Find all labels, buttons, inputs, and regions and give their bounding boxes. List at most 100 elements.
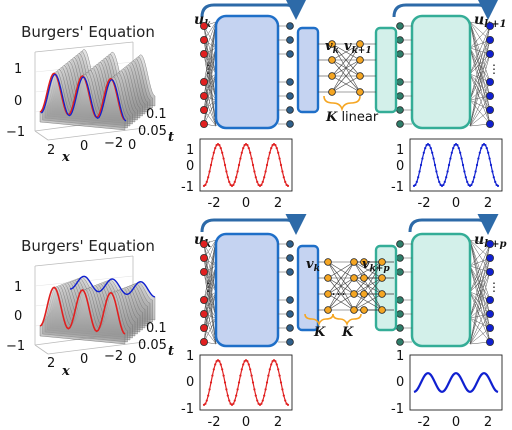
bottom-out-y-tick-neg1: -1: [391, 402, 404, 417]
top-input-plot: 1 0 -1 -2 0 2: [181, 138, 293, 211]
latent-link: [327, 261, 355, 295]
bottom-K2-label: K: [341, 325, 354, 340]
top-output-plot: 1 0 -1 -2 0 2: [391, 138, 503, 211]
bottom-out-x-tick-2: 2: [484, 415, 492, 430]
fan-line: [469, 327, 491, 345]
wave-point: [263, 176, 266, 179]
latent-node: [350, 290, 358, 298]
latent-node: [360, 258, 368, 266]
latent-node: [350, 258, 358, 266]
fan-line: [469, 271, 491, 345]
bottom-input-plot: 1 0 -1 -2 0 2: [181, 349, 293, 430]
fan-line: [469, 21, 491, 41]
wave-point: [445, 176, 448, 179]
wave-point: [222, 157, 225, 160]
wave-point: [446, 170, 449, 173]
wave-point: [209, 381, 213, 384]
fan-line: [469, 239, 491, 259]
hidden-node: [286, 296, 294, 304]
wave-point: [286, 184, 290, 187]
bottom-K1-label: K: [313, 325, 326, 340]
wave-point: [284, 180, 287, 184]
latent-node: [360, 306, 368, 314]
top-in-x-tick-0: 0: [242, 196, 250, 211]
wave-point: [284, 399, 287, 402]
latent-node: [328, 72, 336, 80]
fan-line: [469, 53, 491, 75]
wave-point: [254, 176, 257, 179]
latent-link: [327, 261, 355, 311]
input-node: [199, 295, 208, 304]
wave-point: [223, 381, 227, 384]
wave-point: [226, 394, 229, 397]
bottom-z-tick-1: 1: [14, 280, 22, 295]
latent-node: [378, 306, 386, 314]
wave-point: [417, 176, 420, 179]
wave-point: [218, 360, 221, 363]
wave-point: [489, 163, 493, 167]
top-x-axis-label: x: [61, 150, 70, 165]
wave-point: [247, 363, 250, 366]
bottom-panel: Burgers' Equation 1 0 −1 2 0 −2 x: [6, 213, 507, 430]
top-z-tick-1: 1: [14, 62, 22, 77]
hidden-node: [286, 78, 294, 86]
bottom-x-tick-2: 2: [47, 356, 55, 371]
bottom-x-tick-0: 0: [80, 352, 88, 367]
top-z-tick-neg1: −1: [6, 125, 25, 140]
output-node: [485, 50, 494, 59]
fan-line: [469, 95, 491, 127]
output-node: [485, 253, 494, 262]
decoder-block: [410, 232, 472, 348]
fan-line: [469, 25, 491, 49]
hidden-node: [396, 92, 404, 100]
fan-line: [203, 21, 217, 55]
wave-point: [204, 402, 207, 405]
wave-point: [246, 144, 249, 147]
wave-point: [277, 151, 280, 154]
hidden-node: [286, 36, 294, 44]
top-in-x-tick-neg2: -2: [208, 196, 221, 211]
wave-point: [222, 374, 225, 377]
wave-point: [207, 394, 210, 397]
fan-line: [469, 243, 491, 267]
latent-node: [324, 290, 332, 298]
input-node: [199, 267, 208, 276]
wave-point: [436, 176, 439, 179]
top-u-out-label: uk+1: [474, 12, 506, 30]
wave-point: [492, 176, 495, 179]
hidden-node: [396, 36, 404, 44]
wave-point: [487, 151, 490, 154]
wave-point: [253, 170, 256, 173]
surface-curve-input: [39, 286, 126, 335]
latent-node: [328, 88, 336, 96]
latent-node: [324, 306, 332, 314]
fan-line: [469, 25, 491, 75]
top-t-tick-005: 0.05: [138, 124, 167, 139]
top-out-x-tick-2: 2: [484, 196, 492, 211]
hidden-node: [286, 254, 294, 262]
output-node: [485, 239, 494, 248]
fan-line: [203, 291, 217, 343]
wave-point: [460, 157, 463, 160]
bottom-surface-plot: Burgers' Equation 1 0 −1 2 0 −2 x: [6, 237, 174, 379]
wave-point: [237, 381, 241, 384]
wave-point: [219, 363, 222, 366]
bottom-ellipsis: …: [331, 281, 346, 299]
fan-line: [203, 73, 217, 125]
hidden-node: [396, 22, 404, 30]
wave-point: [254, 394, 257, 397]
wave-point: [279, 163, 283, 167]
latent-node: [360, 274, 368, 282]
wave-point: [447, 163, 451, 167]
output-node: [485, 309, 494, 318]
wave-point: [242, 146, 245, 150]
wave-point: [274, 360, 277, 363]
wave-point: [442, 183, 445, 186]
top-K-label: K linear: [325, 110, 379, 125]
fan-line: [469, 271, 491, 319]
wave-point: [473, 176, 476, 179]
wave-point: [228, 399, 231, 402]
bottom-v-right-label: vk+p: [362, 257, 390, 274]
fan-line: [203, 271, 217, 345]
surface-curve-output: [69, 275, 156, 298]
